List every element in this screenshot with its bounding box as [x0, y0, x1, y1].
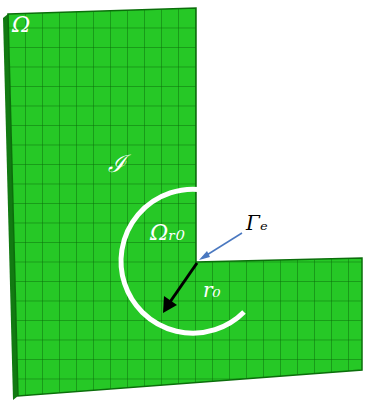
circle-arc [121, 189, 244, 333]
domain-label: Ω [12, 14, 30, 36]
radius-arrowhead [163, 296, 177, 313]
front-face [8, 8, 362, 396]
edge-label: Γₑ [246, 213, 268, 233]
leader-arrowhead [199, 251, 210, 260]
mesh-outline [8, 8, 362, 396]
interface-label: ℐ [108, 152, 126, 176]
radius-line [170, 263, 197, 302]
subdomain-label: Ωᵣ₀ [150, 222, 185, 244]
radius-label: r₀ [203, 280, 221, 300]
